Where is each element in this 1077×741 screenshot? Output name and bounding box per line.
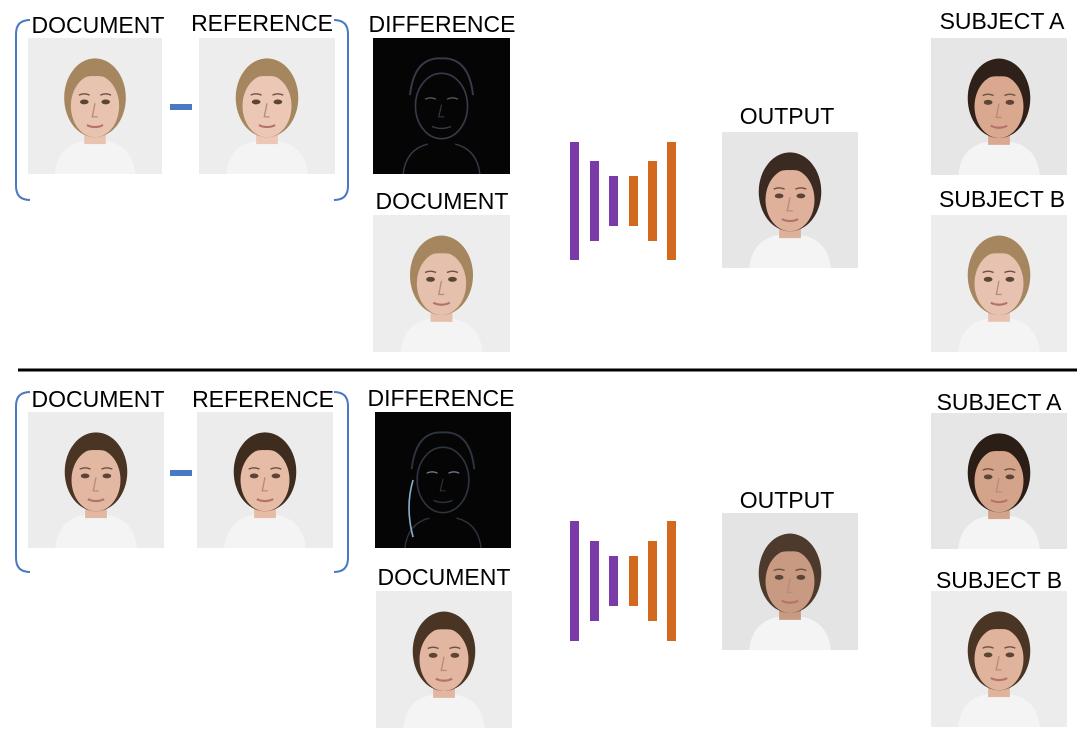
label-subject-b: SUBJECT B bbox=[935, 567, 1063, 593]
label-document: DOCUMENT bbox=[31, 12, 165, 38]
label-difference: DIFFERENCE bbox=[367, 385, 515, 411]
face-photo-output bbox=[722, 513, 858, 650]
face-difference-image bbox=[373, 38, 510, 174]
decoder-bar bbox=[629, 176, 638, 226]
minus-sign-top bbox=[170, 104, 192, 110]
decoder-bar bbox=[648, 161, 657, 241]
decoder-bar bbox=[667, 521, 676, 641]
encoder-bar bbox=[570, 142, 579, 260]
face-photo-document bbox=[28, 38, 162, 174]
encoder-bar bbox=[570, 521, 579, 641]
encoder-bar bbox=[609, 556, 618, 606]
label-document: DOCUMENT bbox=[377, 564, 511, 590]
face-photo-output bbox=[722, 132, 858, 268]
encoder-bar bbox=[590, 541, 599, 621]
face-photo-document bbox=[28, 412, 164, 548]
label-subject-a: SUBJECT A bbox=[936, 389, 1062, 415]
encoder-bar bbox=[590, 161, 599, 241]
label-output: OUTPUT bbox=[739, 103, 835, 129]
encoder-bar bbox=[609, 176, 618, 226]
label-document: DOCUMENT bbox=[31, 386, 165, 412]
decoder-bar bbox=[667, 142, 676, 260]
label-subject-a: SUBJECT A bbox=[939, 8, 1065, 34]
autoencoder-network-top bbox=[570, 142, 676, 260]
decoder-bar bbox=[629, 556, 638, 606]
input-bracket-top bbox=[15, 19, 349, 201]
face-photo-subject-a bbox=[931, 38, 1067, 175]
label-document: DOCUMENT bbox=[375, 188, 509, 214]
face-photo-reference bbox=[199, 38, 335, 174]
label-output: OUTPUT bbox=[739, 487, 835, 513]
face-photo-document bbox=[373, 215, 510, 352]
face-photo-reference bbox=[197, 412, 333, 548]
label-difference: DIFFERENCE bbox=[368, 11, 516, 37]
label-reference: REFERENCE bbox=[192, 386, 334, 412]
face-photo-document bbox=[376, 591, 512, 728]
label-reference: REFERENCE bbox=[191, 10, 333, 36]
minus-sign-bottom bbox=[170, 470, 192, 476]
face-difference-image bbox=[375, 412, 511, 548]
input-bracket-bottom bbox=[15, 391, 349, 573]
label-subject-b: SUBJECT B bbox=[938, 186, 1066, 212]
decoder-bar bbox=[648, 541, 657, 621]
face-photo-subject-b bbox=[931, 591, 1067, 727]
face-photo-subject-b bbox=[931, 215, 1067, 352]
face-photo-subject-a bbox=[931, 413, 1067, 549]
autoencoder-network-bottom bbox=[570, 521, 676, 641]
